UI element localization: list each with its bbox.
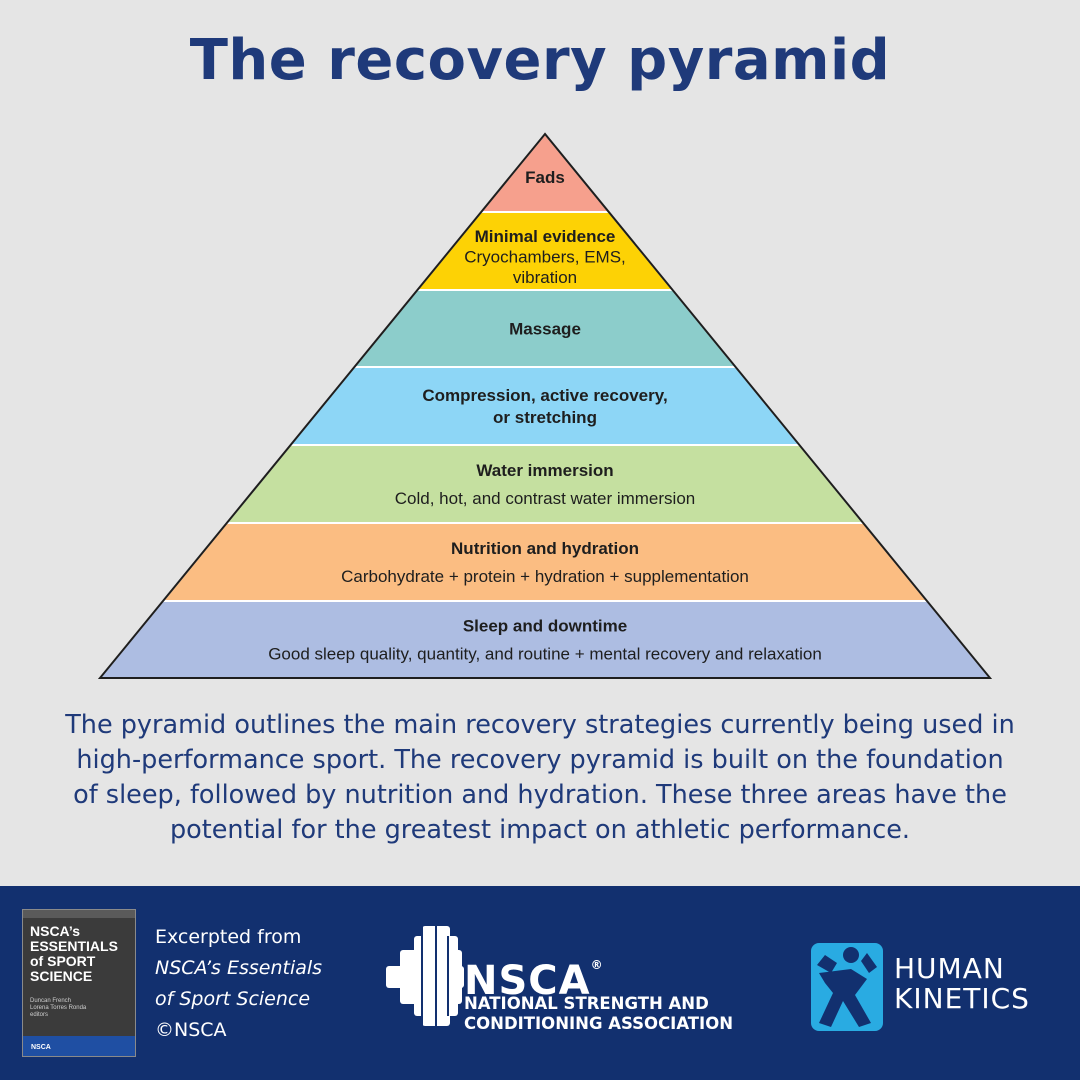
footer-bar [0, 886, 1080, 1080]
pyramid-tier-shape [160, 522, 930, 602]
hk-line: HUMAN [894, 952, 1005, 985]
tier-heading: Water immersion [476, 461, 613, 480]
book-cover-authors: Duncan French Lorena Torres Ronda editor… [23, 984, 135, 1019]
pyramid-tier-shape [224, 444, 866, 524]
book-cover-title: NSCA’s ESSENTIALS of SPORT SCIENCE [23, 918, 135, 984]
tier-heading: Fads [525, 168, 565, 187]
tier-heading: Minimal evidence [475, 227, 616, 246]
excerpt-book-title: of Sport Science [155, 988, 311, 1010]
tier-heading: Nutrition and hydration [451, 539, 639, 558]
book-cover[interactable]: NSCA’s ESSENTIALS of SPORT SCIENCE Dunca… [22, 909, 136, 1057]
caption-line: The pyramid outlines the main recovery s… [65, 710, 1015, 740]
nsca-name: NSCA [464, 958, 591, 1004]
tier-description: vibration [513, 268, 577, 287]
nsca-emblem-icon [386, 926, 464, 1026]
book-cover-top [23, 910, 135, 918]
pyramid-tier: Compression, active recovery, or stretchi… [288, 366, 802, 446]
tier-description: Cold, hot, and contrast water immersion [395, 489, 695, 508]
book-author: Duncan French [30, 998, 72, 1004]
nsca-wordmark: NSCA® [464, 958, 604, 1004]
caption-line: of sleep, followed by nutrition and hydr… [73, 780, 1007, 810]
excerpt-line: Excerpted from [155, 926, 302, 948]
page-title: The recovery pyramid [189, 28, 891, 93]
human-kinetics-emblem-icon[interactable] [811, 943, 883, 1031]
nsca-logo[interactable]: NSCA® NATIONAL STRENGTH AND CONDITIONING… [386, 926, 766, 1036]
tier-description: Cryochambers, EMS, [464, 248, 626, 267]
nsca-full-name-line1: NATIONAL STRENGTH AND [464, 994, 709, 1013]
book-title-line: ESSENTIALS [30, 938, 118, 954]
tier-description: Good sleep quality, quantity, and routin… [268, 645, 822, 664]
caption: The pyramid outlines the main recovery s… [20, 708, 1060, 848]
nsca-full-name-line2: CONDITIONING ASSOCIATION [464, 1014, 734, 1033]
hk-line: KINETICS [894, 982, 1030, 1015]
human-kinetics-wordmark[interactable]: HUMAN KINETICS [894, 954, 1030, 1014]
book-title-line: SCIENCE [30, 968, 93, 984]
registered-mark: ® [590, 958, 604, 972]
excerpt-credit: Excerpted from NSCA’s Essentials of Spor… [155, 922, 322, 1046]
tier-heading: Massage [509, 320, 581, 339]
pyramid-tier-shape [97, 600, 993, 679]
pyramid-outline [97, 132, 993, 679]
excerpt-copyright: ©NSCA [155, 1019, 227, 1041]
caption-line: high-performance sport. The recovery pyr… [76, 745, 1004, 775]
book-title-line: of SPORT [30, 953, 96, 969]
tier-heading: or stretching [493, 408, 597, 427]
caption-line: potential for the greatest impact on ath… [169, 815, 911, 845]
pyramid-tier-shape [288, 366, 802, 446]
tier-heading: Compression, active recovery, [422, 386, 667, 405]
excerpt-book-title: NSCA’s Essentials [155, 957, 323, 979]
tier-heading: Sleep and downtime [463, 617, 627, 636]
book-cover-logo: NSCA [31, 1044, 51, 1051]
pyramid-tier: Fads [479, 132, 611, 213]
book-title-line: NSCA’s [30, 923, 81, 939]
book-cover-band [23, 1036, 135, 1056]
tier-description: Carbohydrate + protein + hydration + sup… [341, 567, 749, 586]
book-author-role: editors [30, 1012, 49, 1018]
pyramid-tier: Massage [352, 289, 738, 368]
book-author: Lorena Torres Ronda [30, 1005, 87, 1011]
